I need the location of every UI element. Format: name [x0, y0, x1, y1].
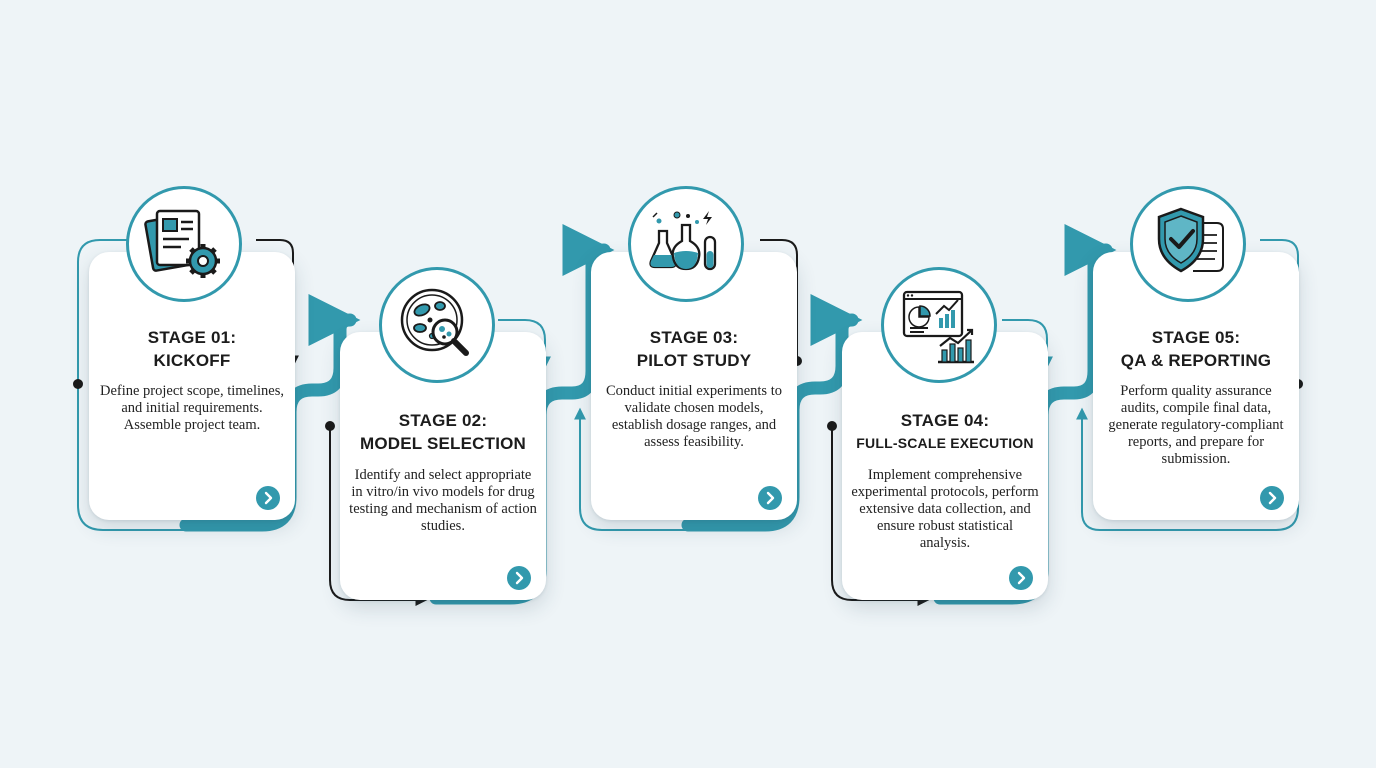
stage-title: STAGE 01: KICKOFF: [89, 326, 295, 372]
stage-name: KICKOFF: [153, 351, 231, 370]
next-button[interactable]: [758, 486, 782, 510]
stage-card-4: STAGE 04: FULL-SCALE EXECUTION Implement…: [842, 332, 1048, 600]
lab-flasks-icon: [628, 186, 744, 302]
stage-card-3: STAGE 03: PILOT STUDY Conduct initial ex…: [591, 252, 797, 520]
stage-number: STAGE 02:: [398, 411, 488, 430]
stage-card-1: STAGE 01: KICKOFF Define project scope, …: [89, 252, 295, 520]
stage-number: STAGE 01:: [147, 328, 237, 347]
stage-title: STAGE 05: QA & REPORTING: [1093, 326, 1299, 372]
stage-number: STAGE 04:: [900, 411, 990, 430]
stage-number: STAGE 03:: [649, 328, 739, 347]
stage-number: STAGE 05:: [1151, 328, 1241, 347]
stage-description: Define project scope, timelines, and ini…: [99, 383, 284, 433]
stage-name: FULL-SCALE EXECUTION: [856, 435, 1034, 451]
stage-name: QA & REPORTING: [1120, 351, 1272, 370]
stage-name: MODEL SELECTION: [359, 434, 527, 453]
stage-description: Implement comprehensive experimental pro…: [851, 467, 1039, 551]
stage-description: Conduct initial experiments to validate …: [606, 383, 782, 450]
stage-description: Perform quality assurance audits, compil…: [1108, 383, 1284, 467]
stage-title: STAGE 04: FULL-SCALE EXECUTION: [842, 409, 1048, 455]
next-button[interactable]: [1260, 486, 1284, 510]
petri-dish-magnifier-icon: [379, 267, 495, 383]
stage-description: Identify and select appropriate in vitro…: [349, 467, 537, 534]
analytics-charts-icon: [881, 267, 997, 383]
documents-gear-icon: [126, 186, 242, 302]
next-button[interactable]: [507, 566, 531, 590]
stage-title: STAGE 03: PILOT STUDY: [591, 326, 797, 372]
next-button[interactable]: [256, 486, 280, 510]
stage-title: STAGE 02: MODEL SELECTION: [340, 409, 546, 455]
stage-name: PILOT STUDY: [636, 351, 752, 370]
stage-card-5: STAGE 05: QA & REPORTING Perform quality…: [1093, 252, 1299, 520]
shield-check-icon: [1130, 186, 1246, 302]
next-button[interactable]: [1009, 566, 1033, 590]
